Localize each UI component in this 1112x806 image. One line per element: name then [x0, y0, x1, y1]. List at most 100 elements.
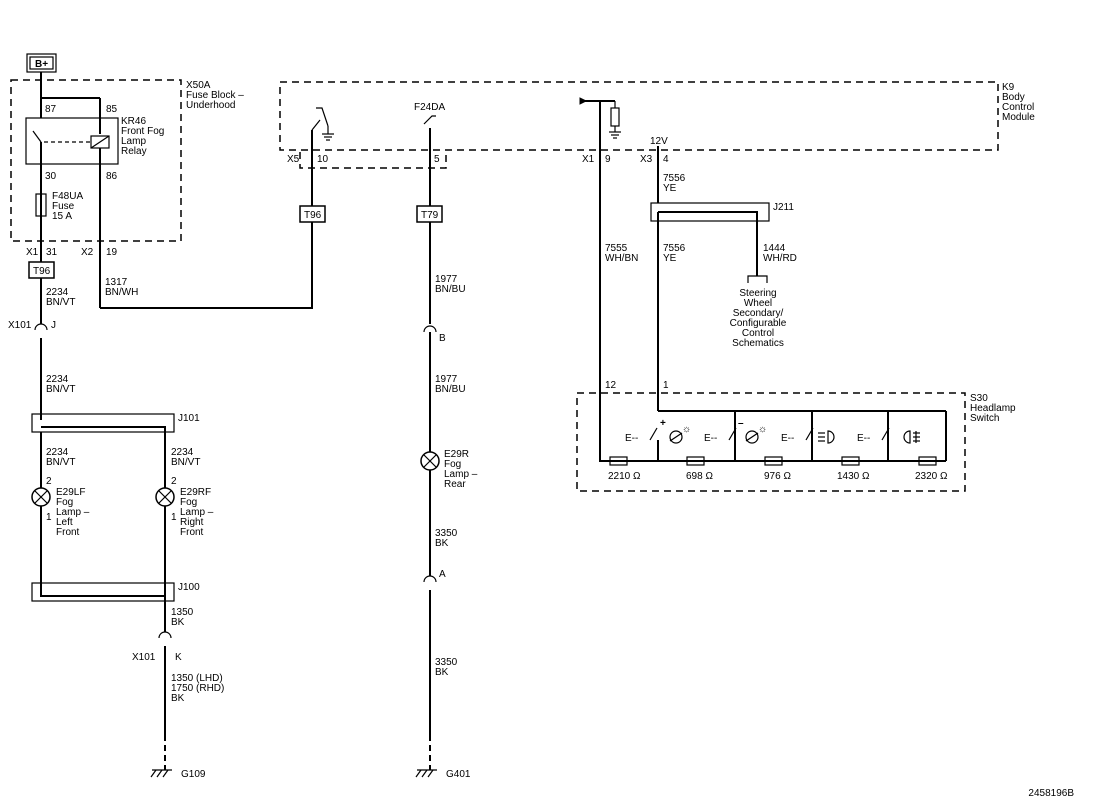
switch-contact-3-symbol: E--: [781, 433, 794, 444]
splice-j101: J101: [31, 413, 200, 433]
steering-ref-5: Control: [742, 328, 774, 339]
bcm-conn-x1-label: X1: [582, 154, 595, 165]
steering-ref-1: Steering: [739, 288, 776, 299]
lamp-e29rf-desc-2: Lamp –: [180, 507, 214, 518]
steering-wheel-reference: Steering Wheel Secondary/ Configurable C…: [730, 275, 787, 349]
x101-j-pin: J: [51, 320, 56, 331]
wire-7556-b-circuit: 7556: [663, 243, 686, 254]
bcm-desc-2: Control: [1002, 102, 1034, 113]
switch-desc-2: Switch: [970, 413, 999, 424]
lamp-e29rf-desc-1: Fog: [180, 497, 197, 508]
wire-2234-d-circuit: 2234: [171, 447, 194, 458]
headlamp-switch-s30: S30 Headlamp Switch 12 1 E-- + ☼ E--: [576, 380, 1016, 492]
inline-connector-x101-j: X101 J: [8, 320, 56, 346]
front-fog-lamp-icon: [818, 430, 835, 444]
switch-contact-4: E--: [857, 427, 920, 444]
relay-desc-3: Relay: [121, 146, 147, 157]
dimmer-down-icon: ☼: [745, 424, 767, 444]
conn-x2-label: X2: [81, 247, 94, 258]
lamp-e29r-desc-1: Fog: [444, 459, 461, 470]
fuse-desc-2: 15 A: [52, 211, 72, 222]
wire-1444-color: WH/RD: [763, 253, 797, 264]
relay-pin-85: 85: [106, 104, 118, 115]
fuse-block-desc-2: Underhood: [186, 100, 235, 111]
wire-3350-b-color: BK: [435, 667, 449, 678]
terminal-t79: T79: [416, 205, 443, 223]
conn-x1-pin: 31: [46, 247, 58, 258]
bcm-voltage: 12V: [650, 136, 668, 147]
rear-fog-lamp-icon: [903, 430, 920, 444]
minus-icon: –: [738, 418, 744, 429]
lamp-e29r-desc-3: Rear: [444, 479, 466, 490]
switch-pin-12: 12: [605, 380, 617, 391]
lamp-e29lf: 2 1 E29LF Fog Lamp – Left Front: [31, 476, 90, 538]
switch-contact-2: E-- – ☼: [704, 418, 767, 444]
switch-pin-1: 1: [663, 380, 669, 391]
lamp-e29rf-desc-4: Front: [180, 527, 204, 538]
dimmer-up-icon: ☼: [669, 424, 691, 444]
fuse-f48ua: F48UA Fuse 15 A: [35, 164, 83, 262]
figure-id: 2458196B: [1028, 788, 1074, 799]
bcm-conn-x5-label: X5: [287, 154, 300, 165]
wire-2234-c-color: BN/VT: [46, 457, 75, 468]
splice-j100-label: J100: [178, 582, 200, 593]
wire-2234-a-circuit: 2234: [46, 287, 69, 298]
switch-name: S30: [970, 393, 988, 404]
svg-text:☼: ☼: [758, 424, 767, 435]
ground-g109-label: G109: [181, 769, 206, 780]
ground-g109: G109: [150, 765, 206, 780]
splice-j101-label: J101: [178, 413, 200, 424]
switch-contact-3: E--: [781, 427, 835, 444]
steering-ref-4: Configurable: [730, 318, 787, 329]
fuse-block-desc-1: Fuse Block –: [186, 90, 244, 101]
lamp-e29rf-name: E29RF: [180, 487, 211, 498]
switch-contact-4-symbol: E--: [857, 433, 870, 444]
switch-contact-1-symbol: E--: [625, 433, 638, 444]
wire-1977-b-color: BN/BU: [435, 384, 466, 395]
resistor-1430: 1430 Ω: [837, 471, 870, 482]
fuse-block-x50a: X50A Fuse Block – Underhood 87 85 30 86 …: [10, 79, 244, 308]
wire-2234-b-color: BN/VT: [46, 384, 75, 395]
bcm-low-side-switch: [311, 107, 334, 165]
wire-1350-lhd-extra: BK: [171, 693, 185, 704]
relay-kr46: 87 85 30 86 KR46 Front Fog Lamp Relay: [25, 84, 164, 182]
relay-name: KR46: [121, 116, 146, 127]
wire-7555-circuit: 7555: [605, 243, 628, 254]
splice-j211: J211: [650, 202, 794, 411]
wire-1977-a-circuit: 1977: [435, 274, 458, 285]
wire-7555-color: WH/BN: [605, 253, 638, 264]
resistor-2210: 2210 Ω: [608, 471, 641, 482]
wire-1977-b-circuit: 1977: [435, 374, 458, 385]
wire-1317-circuit: 1317: [105, 277, 128, 288]
bcm-conn-x3-pin: 4: [663, 154, 669, 165]
wire-1444-circuit: 1444: [763, 243, 786, 254]
bcm-input-pin-9: X1 9: [579, 97, 621, 165]
switch-contact-1: E-- + ☼: [625, 418, 691, 444]
bcm-supply-pin-4: 12V X3 4: [640, 136, 669, 165]
connector-a-pin: A: [439, 569, 446, 580]
terminal-t96-left: T96: [28, 261, 55, 279]
bcm-fuse-label: F24DA: [414, 102, 445, 113]
lamp-e29lf-pin-2: 2: [46, 476, 52, 487]
wire-1350-color: BK: [171, 617, 185, 628]
bcm-pin-5: 5: [434, 154, 440, 165]
bcm-conn-x3-label: X3: [640, 154, 653, 165]
switch-contact-2-symbol: E--: [704, 433, 717, 444]
wire-1350-lhd-color: 1750 (RHD): [171, 683, 224, 694]
relay-pin-86: 86: [106, 171, 118, 182]
relay-desc-2: Lamp: [121, 136, 146, 147]
x101-j-label: X101: [8, 320, 32, 331]
inline-connector-x101-k: X101 K: [132, 631, 182, 663]
wire-1350-circuit: 1350: [171, 607, 194, 618]
conn-x2-pin: 19: [106, 247, 118, 258]
relay-desc-1: Front Fog: [121, 126, 164, 137]
lamp-e29r-name: E29R: [444, 449, 469, 460]
lamp-e29r-desc-2: Lamp –: [444, 469, 478, 480]
fuse-desc-1: Fuse: [52, 201, 75, 212]
terminal-t96-right: T96: [299, 205, 326, 223]
wire-1977-a-color: BN/BU: [435, 284, 466, 295]
svg-text:☼: ☼: [682, 424, 691, 435]
terminal-t96-left-label: T96: [33, 266, 51, 277]
lamp-e29rf: 2 1 E29RF Fog Lamp – Right Front: [155, 476, 214, 538]
ground-g401: G401: [415, 765, 471, 780]
